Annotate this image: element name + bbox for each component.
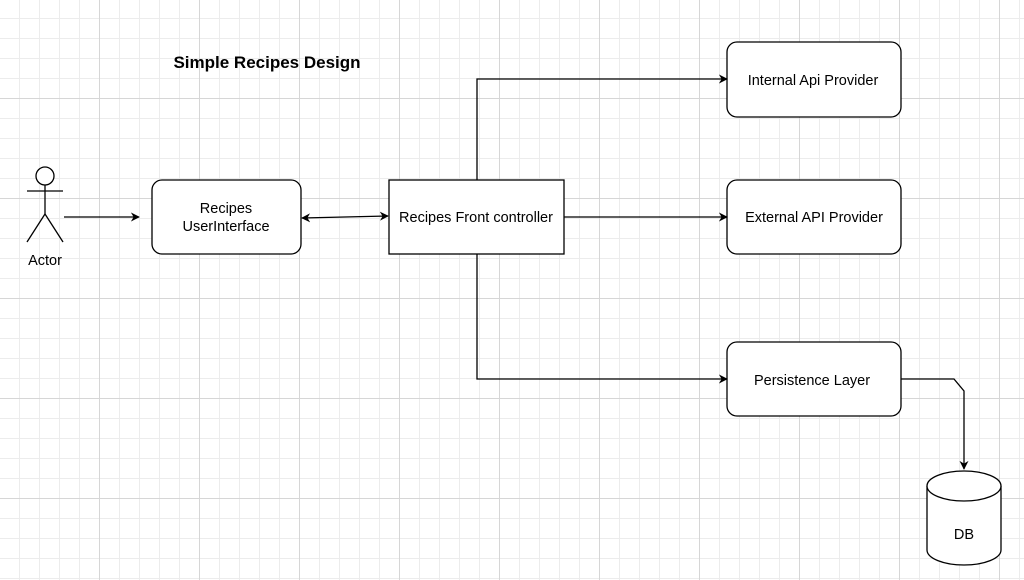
edge-front-controller-to-internal-api[interactable]	[476, 74, 728, 180]
actor-figure[interactable]	[26, 166, 64, 243]
diagram-title: Simple Recipes Design	[173, 53, 360, 72]
user-interface-label-line2: UserInterface	[182, 219, 269, 235]
internal-api-label: Internal Api Provider	[748, 73, 879, 89]
database-cylinder[interactable]	[926, 470, 1002, 566]
external-api-label: External API Provider	[745, 210, 883, 226]
edge-persistence-to-database[interactable]	[901, 378, 969, 470]
edge-user-interface-front-controller[interactable]	[301, 211, 389, 223]
user-interface-box[interactable]	[151, 179, 302, 255]
actor-head	[35, 166, 55, 186]
database-label: DB	[954, 527, 974, 543]
database-top	[926, 470, 1002, 502]
database-body	[926, 486, 1002, 566]
front-controller-box[interactable]	[388, 179, 565, 255]
actor-right-leg	[44, 213, 64, 243]
persistence-layer-label: Persistence Layer	[754, 373, 870, 389]
actor-left-leg	[26, 213, 46, 243]
front-controller-label: Recipes Front controller	[399, 210, 553, 226]
edge-front-controller-to-persistence[interactable]	[476, 254, 728, 384]
actor-label: Actor	[28, 253, 62, 269]
user-interface-label-line1: Recipes	[200, 201, 252, 217]
